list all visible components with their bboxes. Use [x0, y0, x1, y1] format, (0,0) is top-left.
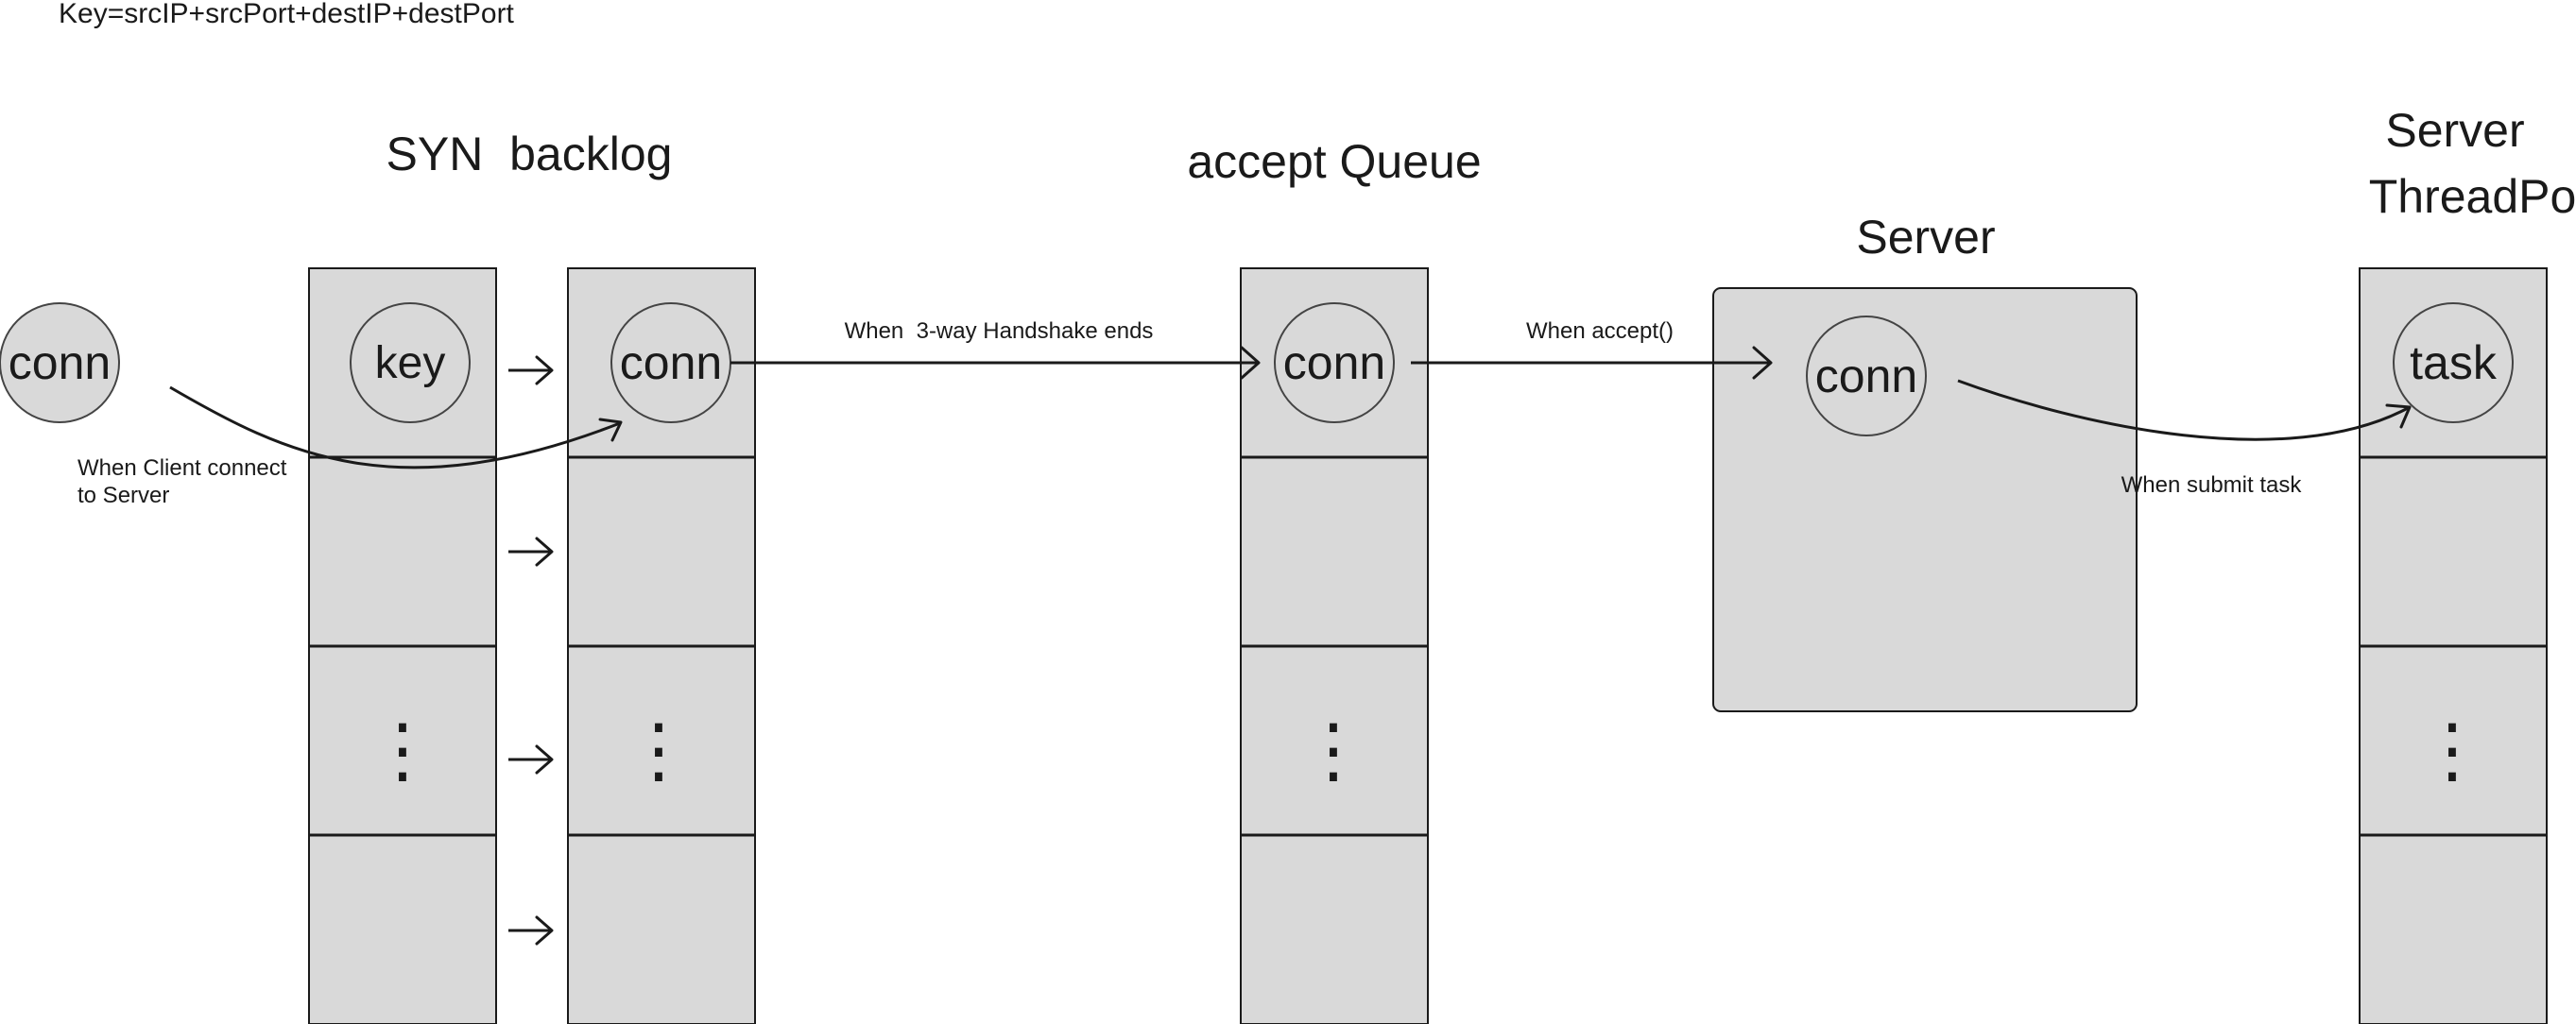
threadpool-title-line1: Server: [2385, 104, 2524, 157]
client-connect-label-line2: to Server: [77, 483, 169, 508]
server-conn-node: conn: [1806, 316, 1927, 436]
syn-ellipsis: ⋮: [623, 710, 695, 791]
client-connect-arrow: [169, 385, 623, 469]
syn-backlog-column: [567, 267, 756, 1024]
server-conn-label: conn: [1815, 350, 1917, 402]
server-box: [1712, 287, 2138, 712]
key-node: key: [350, 302, 471, 423]
handshake-label: When 3-way Handshake ends: [845, 318, 1154, 344]
syn-conn-label: conn: [620, 336, 722, 389]
client-connect-label-line1: When Client connect: [77, 455, 287, 481]
key-definition: Key=srcIP+srcPort+destIP+destPort: [59, 0, 515, 29]
handshake-arrow: [730, 346, 1261, 380]
threadpool-title-line2: ThreadPool: [2369, 170, 2576, 223]
accept-queue-title: accept Queue: [1187, 135, 1481, 188]
pool-task-node: task: [2393, 302, 2514, 423]
server-title: Server: [1856, 211, 1995, 264]
syn-backlog-title: SYN backlog: [386, 128, 673, 180]
key-label: key: [375, 338, 446, 388]
submit-task-label: When submit task: [2121, 472, 2303, 498]
pool-ellipsis: ⋮: [2416, 710, 2488, 791]
accept-label: When accept(): [1526, 318, 1674, 344]
key-to-conn-arrow: [508, 537, 554, 567]
key-to-conn-arrow: [508, 355, 554, 385]
accept-arrow: [1411, 346, 1773, 380]
key-to-conn-arrow: [508, 915, 554, 946]
accept-conn-label: conn: [1283, 336, 1385, 389]
key-to-conn-arrow: [508, 744, 554, 775]
accept-ellipsis: ⋮: [1297, 710, 1369, 791]
key-ellipsis: ⋮: [367, 710, 438, 791]
submit-task-arrow: [1957, 379, 2412, 441]
threadpool-column: [2359, 267, 2548, 1024]
accept-conn-node: conn: [1274, 302, 1395, 423]
client-conn-label: conn: [9, 336, 111, 389]
syn-conn-node: conn: [610, 302, 731, 423]
client-conn-node: conn: [0, 302, 120, 423]
pool-task-label: task: [2410, 336, 2498, 389]
